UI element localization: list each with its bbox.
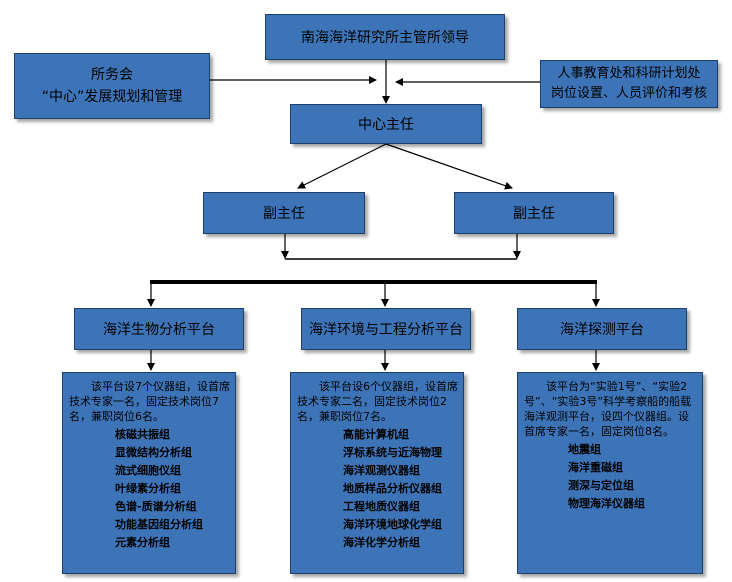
platform-intro-env: 该平台设6个仪器组，设首席技术专家二名，固定技术岗位2名，兼职岗位7名。 (297, 380, 458, 423)
group-item: 元素分析组 (115, 536, 170, 549)
group-item: 工程地质仪器组 (343, 500, 420, 513)
group-item: 浮标系统与近海物理 (343, 446, 442, 459)
platform-title-bio: 海洋生物分析平台 (103, 322, 215, 338)
platform-detail-bio: 该平台设7个仪器组，设首席技术专家一名，固定技术岗位7名，兼职岗位6名。 核磁共… (62, 372, 236, 574)
group-item: 显微结构分析组 (115, 446, 192, 459)
platform-title-env: 海洋环境与工程分析平台 (309, 322, 463, 338)
group-item: 功能基因组分析组 (115, 518, 203, 531)
group-item: 叶绿素分析组 (115, 482, 181, 495)
platform-box-bio: 海洋生物分析平台 (74, 308, 244, 350)
platform-detail-explore: 该平台为“实验1号”、“实验2号”、“实验3号”科学考察船的船载海洋观测平台，设… (517, 372, 703, 574)
top-leadership-label: 南海海洋研究所主管所领导 (301, 30, 469, 46)
platform-detail-env: 该平台设6个仪器组，设首席技术专家二名，固定技术岗位2名，兼职岗位7名。 高能计… (290, 372, 464, 574)
group-item: 色谱-质谱分析组 (115, 500, 197, 513)
right-office-box: 人事教育处和科研计划处 岗位设置、人员评价和考核 (540, 60, 718, 108)
deputy-director-label-2: 副主任 (513, 206, 555, 222)
deputy-director-box-1: 副主任 (203, 192, 365, 234)
deputy-director-box-2: 副主任 (454, 192, 614, 234)
group-item: 物理海洋仪器组 (568, 497, 645, 510)
group-item: 海洋环境地球化学组 (343, 518, 442, 531)
group-item: 海洋观测仪器组 (343, 464, 420, 477)
center-director-box: 中心主任 (290, 104, 482, 144)
group-list-bio: 核磁共振组 显微结构分析组 流式细胞仪组 叶绿素分析组 色谱-质谱分析组 功能基… (69, 426, 231, 552)
group-item: 核磁共振组 (115, 428, 170, 441)
deputy-director-label-1: 副主任 (263, 206, 305, 222)
right-office-line2: 岗位设置、人员评价和考核 (550, 86, 707, 101)
group-item: 测深与定位组 (568, 479, 634, 492)
platform-title-explore: 海洋探测平台 (560, 322, 644, 338)
group-item: 高能计算机组 (343, 428, 409, 441)
group-item: 流式细胞仪组 (115, 464, 181, 477)
center-director-label: 中心主任 (358, 117, 414, 133)
left-council-box: 所务会 “中心”发展规划和管理 (14, 53, 210, 119)
group-item: 地质样品分析仪器组 (343, 482, 442, 495)
left-council-line1: 所务会 (91, 67, 133, 83)
platform-box-env: 海洋环境与工程分析平台 (301, 308, 471, 350)
platform-intro-bio: 该平台设7个仪器组，设首席技术专家一名，固定技术岗位7名，兼职岗位6名。 (69, 380, 230, 423)
left-council-line2: “中心”发展规划和管理 (41, 89, 183, 105)
platform-box-explore: 海洋探测平台 (517, 308, 687, 350)
group-list-env: 高能计算机组 浮标系统与近海物理 海洋观测仪器组 地质样品分析仪器组 工程地质仪… (297, 426, 459, 552)
group-item: 海洋重磁组 (568, 461, 623, 474)
group-item: 海洋化学分析组 (343, 536, 420, 549)
group-item: 地震组 (568, 443, 601, 456)
platform-intro-explore: 该平台为“实验1号”、“实验2号”、“实验3号”科学考察船的船载海洋观测平台，设… (524, 380, 692, 438)
group-list-explore: 地震组 海洋重磁组 测深与定位组 物理海洋仪器组 (524, 441, 698, 513)
right-office-line1: 人事教育处和科研计划处 (557, 66, 701, 81)
top-leadership-box: 南海海洋研究所主管所领导 (265, 14, 505, 60)
